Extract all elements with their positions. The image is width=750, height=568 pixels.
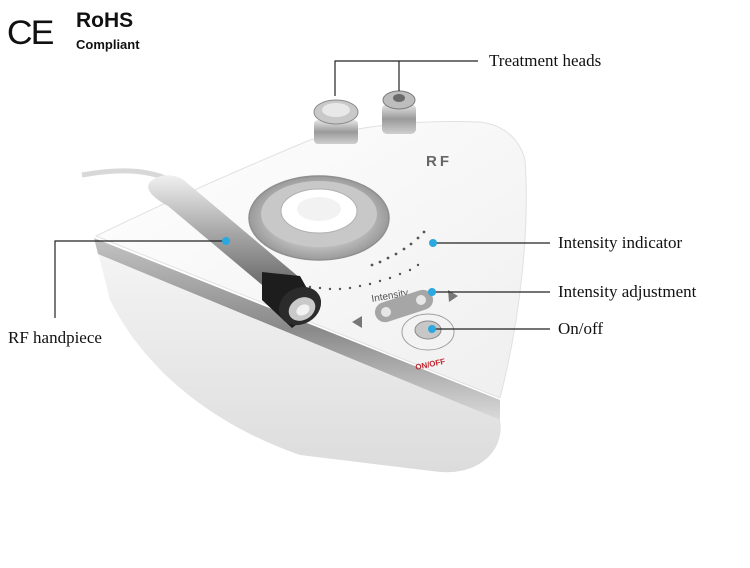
intensity-down-arrow xyxy=(352,316,362,328)
device-edge-band xyxy=(94,238,500,420)
intensity-up-button xyxy=(416,295,426,305)
marker-on-off xyxy=(428,325,436,333)
marker-intensity-adjustment xyxy=(428,288,436,296)
callout-rf-handpiece: RF handpiece xyxy=(8,328,102,347)
device-brand-rf: RF xyxy=(426,153,452,170)
treatment-head-left xyxy=(313,99,359,144)
callout-on-off: On/off xyxy=(558,319,604,338)
rohs-compliant-text: Compliant xyxy=(76,37,140,52)
device-base xyxy=(98,252,501,473)
cable xyxy=(81,168,166,181)
rohs-mark: RoHS xyxy=(76,9,134,32)
callout-intensity-indicator: Intensity indicator xyxy=(558,233,683,252)
marker-rf-handpiece xyxy=(222,237,230,245)
callout-intensity-adjustment: Intensity adjustment xyxy=(558,282,697,301)
callout-treatment-heads: Treatment heads xyxy=(489,51,602,70)
power-button xyxy=(414,320,442,340)
intensity-up-arrow xyxy=(448,290,458,302)
treatment-head-right xyxy=(382,90,416,134)
ce-mark: CE xyxy=(6,14,55,52)
leader-rf-handpiece xyxy=(54,240,226,318)
intensity-down-button xyxy=(381,307,391,317)
intensity-led-arc xyxy=(298,230,426,291)
leader-treatment-left xyxy=(334,60,478,96)
marker-intensity-indicator xyxy=(429,239,437,247)
